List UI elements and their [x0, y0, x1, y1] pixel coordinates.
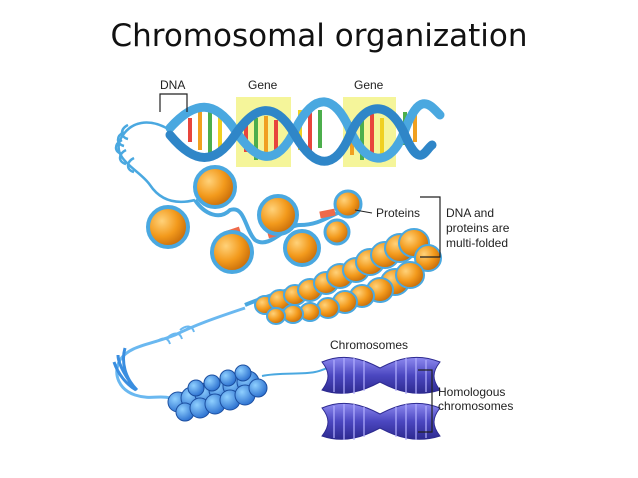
dna-proteins-label-line3: multi-folded: [446, 236, 508, 250]
histone-7: [323, 218, 351, 246]
chromatin-strand-lower: [112, 306, 336, 400]
homologous-bracket: [418, 369, 433, 433]
chromosome-1: [321, 356, 441, 394]
nucleosome-chain: [146, 165, 373, 274]
homologous-label-line2: chromosomes: [438, 399, 513, 413]
page-title: Chromosomal organization: [110, 18, 528, 54]
dna-label: DNA: [160, 78, 185, 92]
histone-5: [283, 229, 321, 267]
chromosome-2: [321, 402, 441, 440]
folded-chromatin-fiber: [244, 228, 442, 325]
dna-proteins-bracket: [420, 196, 441, 258]
histone-1: [193, 165, 237, 209]
homologous-label-line1: Homologous: [438, 385, 505, 399]
chromosomes-label: Chromosomes: [330, 338, 408, 352]
condensed-chromatin-fiber: [167, 364, 268, 422]
gene-label-2: Gene: [354, 78, 384, 92]
dna-proteins-label-line2: proteins are: [446, 221, 510, 235]
histone-3: [210, 230, 254, 274]
dna-proteins-label-line1: DNA and: [446, 206, 494, 220]
dna-double-helix: [159, 93, 445, 166]
gene-label-1: Gene: [248, 78, 278, 92]
histone-6: [333, 189, 363, 219]
histone-2: [146, 205, 190, 249]
histone-4: [257, 194, 299, 236]
coiled-dna-strand: [114, 121, 196, 204]
proteins-label: Proteins: [376, 206, 420, 220]
